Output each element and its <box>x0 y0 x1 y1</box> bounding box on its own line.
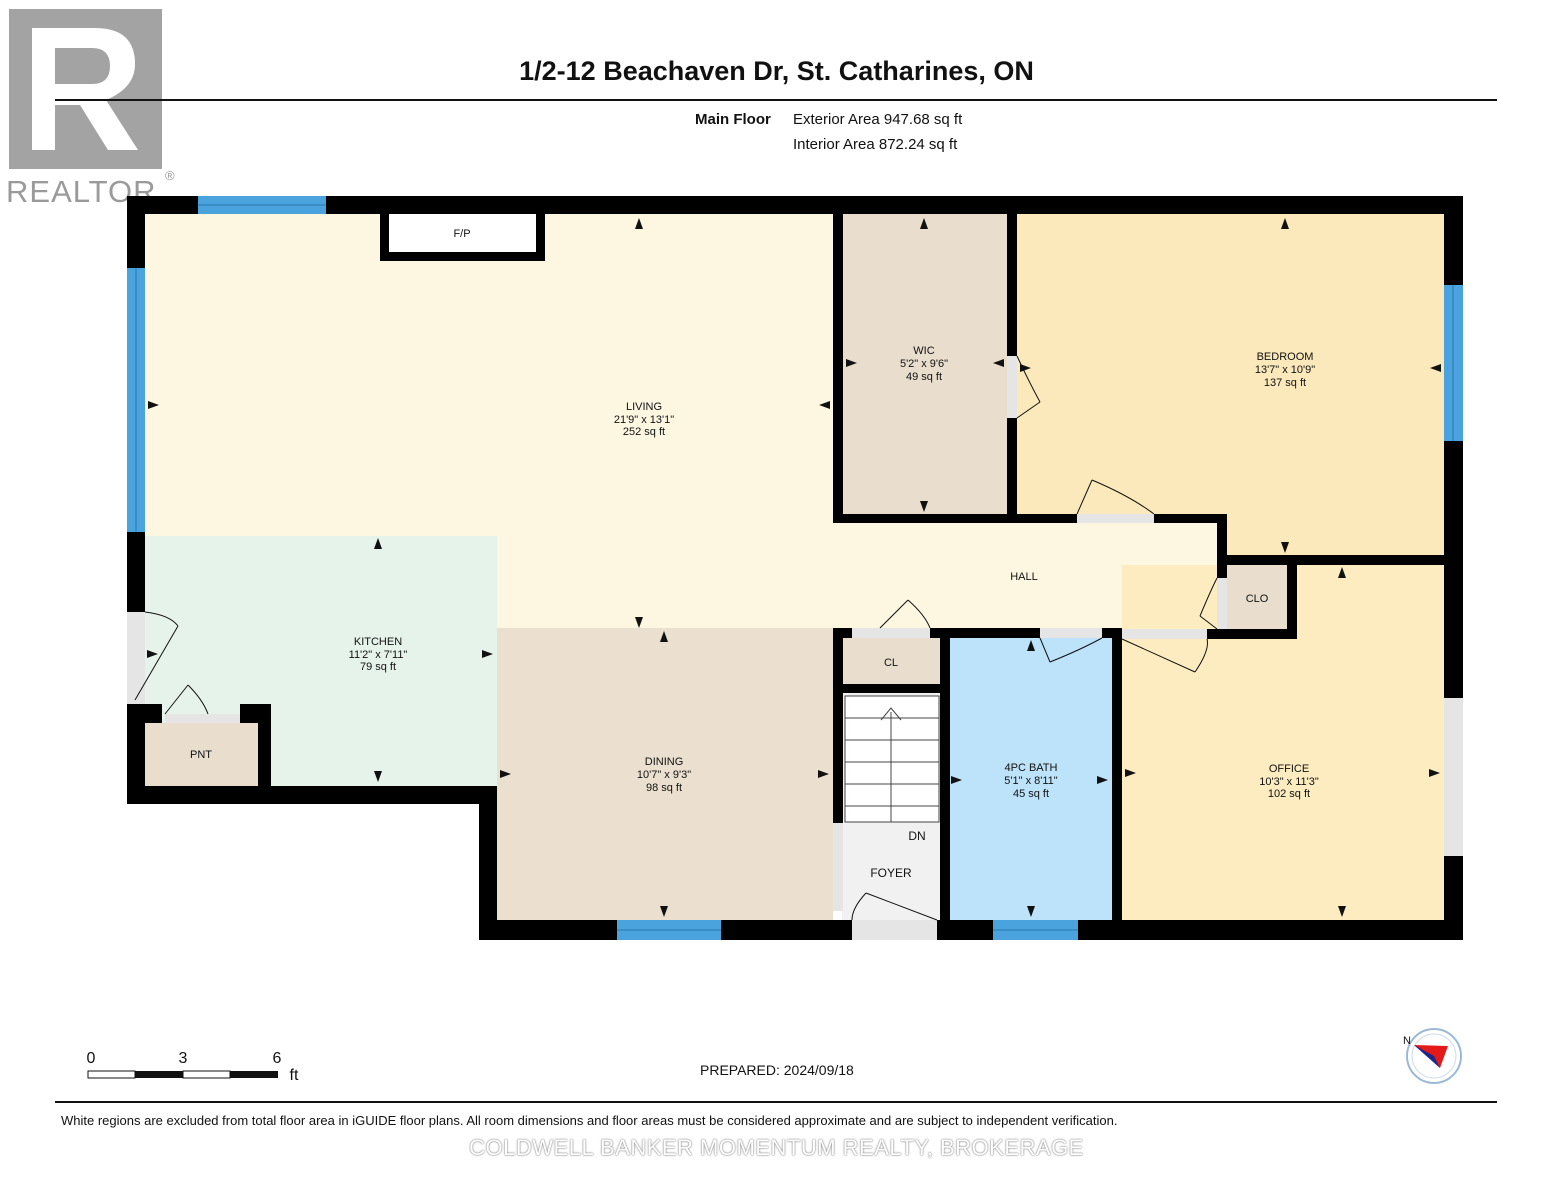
scale-seg-4 <box>230 1071 278 1078</box>
realtor-logo-r-shape <box>32 28 138 150</box>
dining-name: DINING <box>645 756 684 768</box>
fireplace-interior <box>389 214 536 252</box>
registered-mark: ® <box>165 168 175 183</box>
living-dims: 21'9" x 13'1" <box>614 414 674 426</box>
scale-tick-3: 3 <box>179 1050 188 1067</box>
interior-area: Interior Area 872.24 sq ft <box>793 136 958 153</box>
header-divider <box>55 99 1497 101</box>
office-area: 102 sq ft <box>1268 788 1310 800</box>
wic-dims: 5'2" x 9'6" <box>900 358 948 370</box>
wic-name: WIC <box>913 345 934 357</box>
floor-name: Main Floor <box>695 111 771 128</box>
exterior-area: Exterior Area 947.68 sq ft <box>793 111 963 128</box>
living-area: 252 sq ft <box>623 426 665 438</box>
footer-divider <box>55 1101 1497 1103</box>
kitchen-dims: 11'2" x 7'11" <box>349 649 408 661</box>
door-openings <box>127 356 1463 940</box>
prepared-date: PREPARED: 2024/09/18 <box>700 1062 854 1078</box>
brokerage-watermark: COLDWELL BANKER MOMENTUM REALTY, BROKERA… <box>469 1135 1084 1160</box>
bath-dims: 5'1" x 8'11" <box>1004 775 1057 787</box>
living-name: LIVING <box>626 401 662 413</box>
office-dims: 10'3" x 11'3" <box>1259 776 1319 788</box>
stairs <box>844 695 940 823</box>
scale-bar: 0 3 6 ft <box>87 1050 299 1084</box>
wic-fill <box>843 214 1007 514</box>
bedroom-name: BEDROOM <box>1257 351 1314 363</box>
foyer-label: FOYER <box>870 866 912 880</box>
room-fills <box>145 214 1444 920</box>
disclaimer-text: White regions are excluded from total fl… <box>61 1113 1118 1128</box>
cl-label: CL <box>884 657 898 669</box>
bedroom-area: 137 sq ft <box>1264 377 1306 389</box>
scale-seg-1 <box>87 1070 136 1079</box>
bath-name: 4PC BATH <box>1005 762 1058 774</box>
kitchen-name: KITCHEN <box>354 636 402 648</box>
hall-label: HALL <box>1010 571 1038 583</box>
kitchen-area: 79 sq ft <box>360 661 396 673</box>
scale-seg-3 <box>182 1070 231 1079</box>
realtor-logo <box>9 9 162 169</box>
room-labels: LIVING 21'9" x 13'1" 252 sq ft WIC 5'2" … <box>190 228 1319 880</box>
dining-area: 98 sq ft <box>646 782 682 794</box>
compass-needle-shade <box>1414 1045 1440 1068</box>
bedroom-fill <box>1017 214 1444 555</box>
door-swings <box>134 355 1218 921</box>
bedroom-dims: 13'7" x 10'9" <box>1255 364 1315 376</box>
scale-unit: ft <box>290 1067 299 1084</box>
clo-label: CLO <box>1246 593 1269 605</box>
dining-fill <box>497 628 833 920</box>
fireplace-label: F/P <box>453 228 470 240</box>
living-hall-fill <box>145 214 1217 628</box>
closet-clo-fill <box>1227 565 1287 629</box>
compass-north-letter: N <box>1403 1035 1411 1047</box>
bath-area: 45 sq ft <box>1013 788 1049 800</box>
pantry-label: PNT <box>190 749 212 761</box>
dimension-arrows <box>147 218 1441 917</box>
page-title: 1/2-12 Beachaven Dr, St. Catharines, ON <box>519 56 1034 86</box>
stairs-down-label: DN <box>908 829 925 843</box>
wic-area: 49 sq ft <box>906 371 942 383</box>
scale-seg-2 <box>135 1071 183 1078</box>
closet-cl-fill <box>842 638 942 684</box>
stair-arrow-head <box>880 707 902 721</box>
scale-tick-0: 0 <box>87 1050 96 1067</box>
dining-dims: 10'7" x 9'3" <box>637 769 691 781</box>
pantry-fill <box>145 723 258 786</box>
compass: N <box>1403 1028 1462 1084</box>
office-name: OFFICE <box>1269 763 1309 775</box>
bath-fill <box>950 638 1112 920</box>
scale-tick-6: 6 <box>273 1050 282 1067</box>
window-frame-lines <box>135 204 1454 931</box>
